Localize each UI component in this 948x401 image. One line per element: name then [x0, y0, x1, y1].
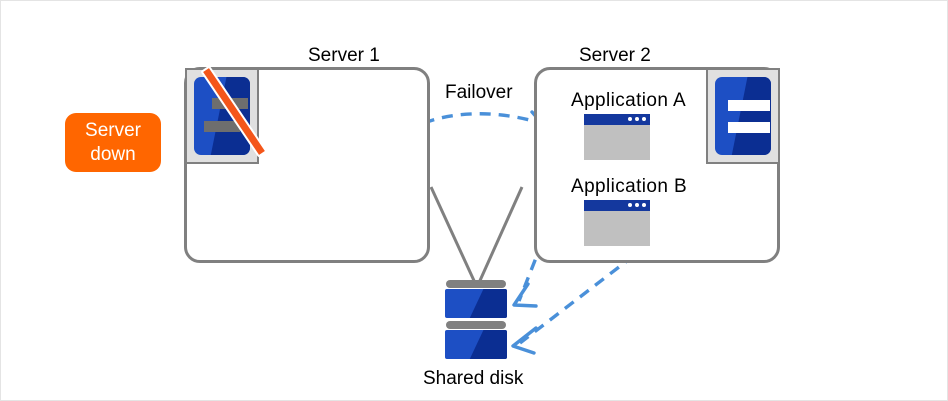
- app-b-to-disk-arrowhead: [511, 326, 538, 355]
- shared-disk-label: Shared disk: [423, 368, 524, 389]
- machine-bar-1: [728, 100, 770, 111]
- machine-bar-2: [728, 122, 770, 133]
- status-badge-server-down[interactable]: Server down: [65, 113, 161, 172]
- shared-disk-icon[interactable]: [445, 280, 507, 359]
- application-a-label: Application A: [571, 90, 687, 111]
- server1-title: Server 1: [308, 45, 380, 66]
- server1-disk-connector: [429, 186, 478, 286]
- app-window-icon-a[interactable]: [584, 114, 650, 160]
- disk-body: [445, 330, 507, 359]
- application-b-label: Application B: [571, 176, 688, 197]
- app-titlebar: [584, 114, 650, 125]
- app-titlebar: [584, 200, 650, 211]
- server2-disk-connector: [476, 186, 524, 286]
- machine-body: [715, 77, 771, 155]
- server-machine-icon-disabled[interactable]: [185, 65, 268, 164]
- server2-title: Server 2: [579, 45, 651, 66]
- app-a-to-disk-arrowhead: [512, 282, 538, 308]
- server-down-line2: down: [90, 143, 136, 165]
- app-window-controls-icon: [628, 203, 646, 207]
- disk-body: [445, 289, 507, 318]
- server-down-line1: Server: [85, 119, 141, 141]
- disk-cap: [446, 321, 506, 329]
- failover-label: Failover: [445, 82, 513, 103]
- app-window-controls-icon: [628, 117, 646, 121]
- server-machine-icon-active[interactable]: [706, 68, 780, 164]
- disk-cap: [446, 280, 506, 288]
- app-window-icon-b[interactable]: [584, 200, 650, 246]
- machine-bar-2: [204, 121, 240, 132]
